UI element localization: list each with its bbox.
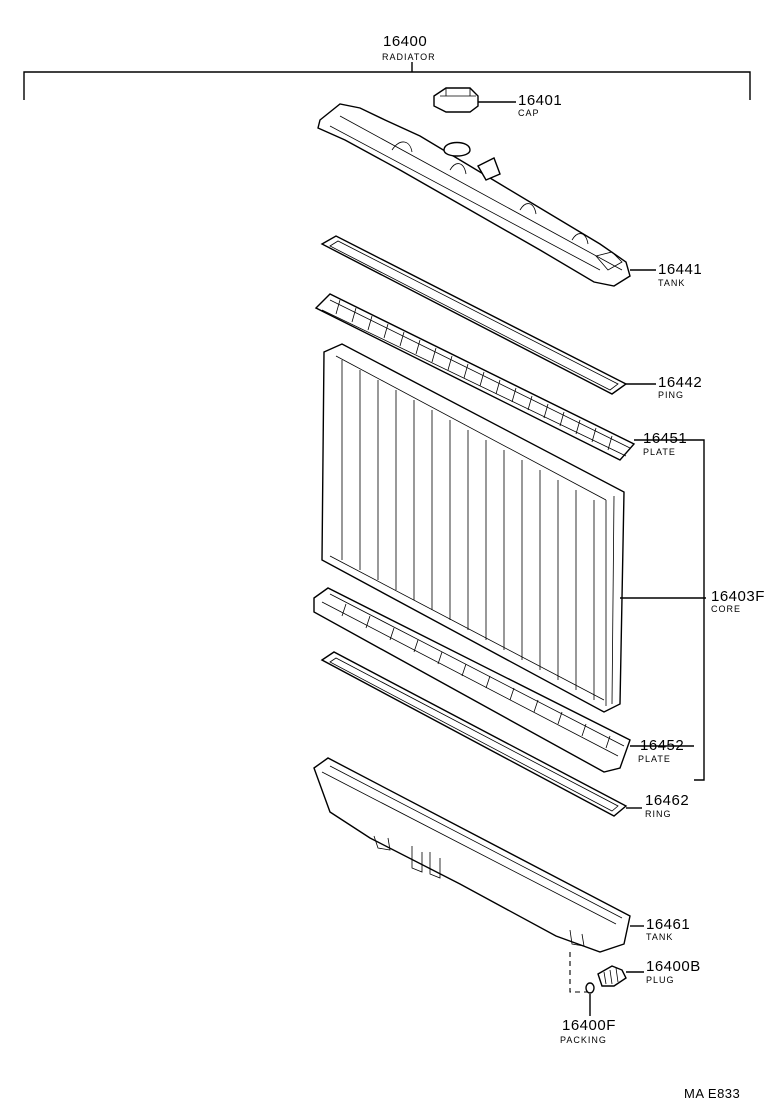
assembly-part-name: RADIATOR bbox=[382, 52, 436, 62]
part-number-lower-ring: 16462 bbox=[645, 792, 690, 809]
figure-code: MA E833 bbox=[684, 1086, 741, 1101]
part-number-upper-ring: 16442 bbox=[658, 374, 703, 391]
drain-plug-drawing bbox=[569, 952, 644, 1016]
part-name-upper-plate: PLATE bbox=[643, 447, 676, 457]
radiator-cap-drawing bbox=[433, 87, 516, 113]
part-name-packing: PACKING bbox=[560, 1035, 607, 1045]
part-name-upper-tank: TANK bbox=[658, 278, 686, 288]
part-number-core: 16403F bbox=[711, 588, 765, 605]
part-name-core: CORE bbox=[711, 604, 742, 614]
core-drawing bbox=[321, 343, 706, 713]
upper-plate-drawing bbox=[314, 293, 694, 461]
part-number-packing: 16400F bbox=[562, 1017, 616, 1034]
core-group-bracket bbox=[694, 439, 705, 781]
upper-ring-drawing bbox=[320, 235, 656, 395]
part-name-upper-ring: PING bbox=[658, 390, 685, 400]
part-number-upper-tank: 16441 bbox=[658, 261, 703, 278]
part-number-cap: 16401 bbox=[518, 92, 563, 109]
part-name-lower-tank: TANK bbox=[646, 932, 674, 942]
part-number-plug: 16400B bbox=[646, 958, 701, 975]
part-name-lower-plate: PLATE bbox=[638, 754, 671, 764]
part-name-cap: CAP bbox=[518, 108, 540, 118]
part-number-lower-plate: 16452 bbox=[640, 737, 685, 754]
part-name-plug: PLUG bbox=[646, 975, 675, 985]
assembly-part-number: 16400 bbox=[383, 33, 428, 50]
lower-ring-drawing bbox=[320, 651, 642, 817]
lower-tank-drawing bbox=[313, 757, 644, 953]
assembly-bracket bbox=[23, 62, 751, 100]
upper-tank-drawing bbox=[317, 103, 656, 287]
lower-plate-drawing bbox=[313, 587, 694, 773]
part-number-lower-tank: 16461 bbox=[646, 916, 691, 933]
part-number-upper-plate: 16451 bbox=[643, 430, 688, 447]
part-name-lower-ring: RING bbox=[645, 809, 672, 819]
